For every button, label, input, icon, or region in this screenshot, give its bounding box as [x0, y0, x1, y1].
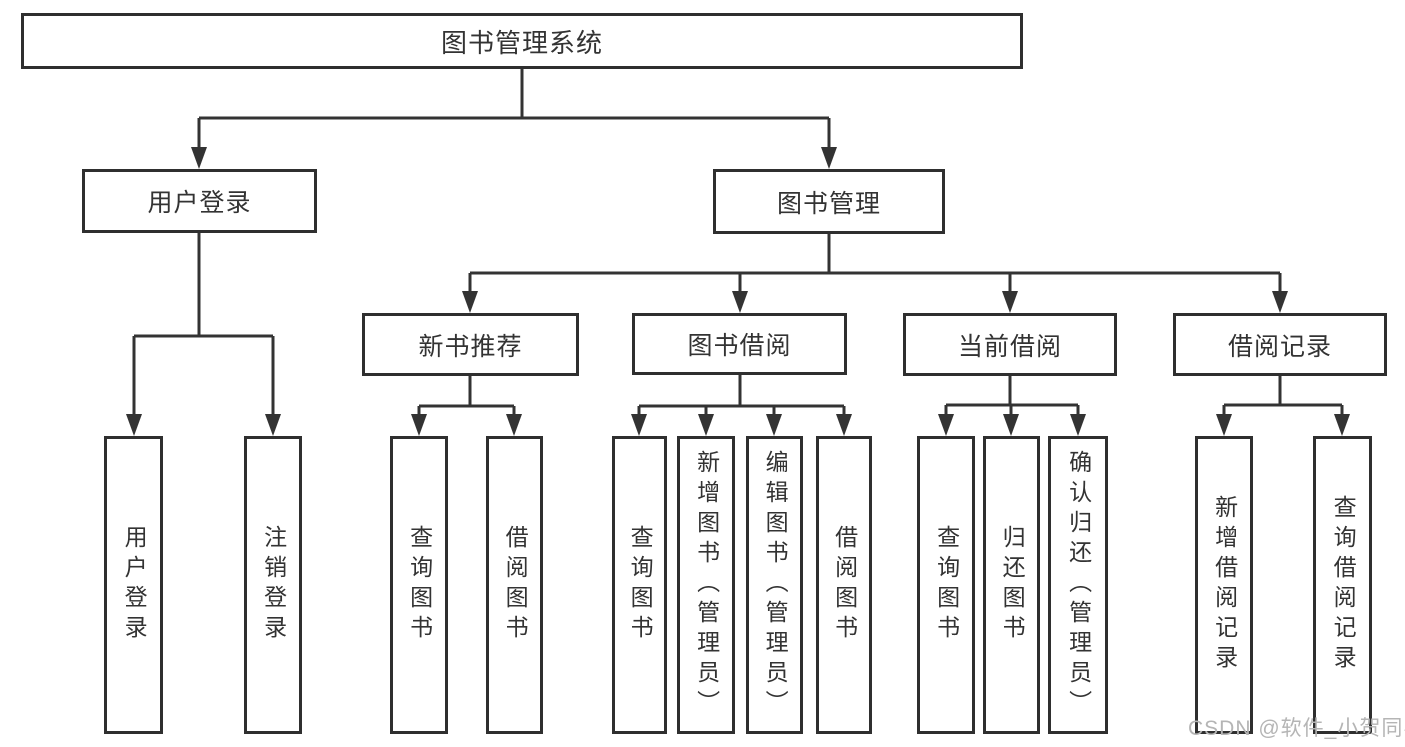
leaf-query-borrow-record: 查询借阅记录 [1313, 436, 1372, 734]
node-library-management-system: 图书管理系统 [21, 13, 1023, 69]
leaf-label: 查询图书 [627, 525, 654, 645]
node-borrowing-records: 借阅记录 [1173, 313, 1387, 376]
node-new-book-recommendation: 新书推荐 [362, 313, 579, 376]
node-user-login: 用户登录 [82, 169, 317, 233]
leaf-query-books-2: 查询图书 [612, 436, 667, 734]
leaf-add-books-admin: 新增图书（管理员） [677, 436, 735, 734]
leaf-query-books-1: 查询图书 [390, 436, 448, 734]
leaf-logout: 注销登录 [244, 436, 302, 734]
leaf-user-login: 用户登录 [104, 436, 163, 734]
leaf-confirm-return-admin: 确认归还（管理员） [1048, 436, 1108, 734]
leaf-borrow-books-1: 借阅图书 [486, 436, 543, 734]
leaf-label: 借阅图书 [502, 525, 529, 645]
leaf-label: 查询图书 [933, 525, 960, 645]
leaf-label: 查询图书 [406, 525, 433, 645]
leaf-borrow-books-2: 借阅图书 [816, 436, 872, 734]
leaf-return-books: 归还图书 [983, 436, 1040, 734]
leaf-label: 用户登录 [121, 525, 148, 645]
node-current-borrowing: 当前借阅 [903, 313, 1117, 376]
leaf-label: 归还图书 [999, 525, 1026, 645]
node-book-borrowing: 图书借阅 [632, 313, 847, 375]
leaf-query-books-3: 查询图书 [917, 436, 975, 734]
leaf-label: 查询借阅记录 [1330, 495, 1357, 675]
leaf-add-borrow-record: 新增借阅记录 [1195, 436, 1253, 734]
node-book-management: 图书管理 [713, 169, 945, 234]
leaf-edit-books-admin: 编辑图书（管理员） [746, 436, 803, 734]
leaf-label: 编辑图书（管理员） [762, 450, 789, 720]
leaf-label: 新增借阅记录 [1211, 495, 1238, 675]
leaf-label: 新增图书（管理员） [693, 450, 720, 720]
leaf-label: 确认归还（管理员） [1065, 450, 1092, 720]
leaf-label: 借阅图书 [831, 525, 858, 645]
leaf-label: 注销登录 [260, 525, 287, 645]
csdn-watermark: CSDN @软件_小贺同学 [1188, 717, 1405, 740]
